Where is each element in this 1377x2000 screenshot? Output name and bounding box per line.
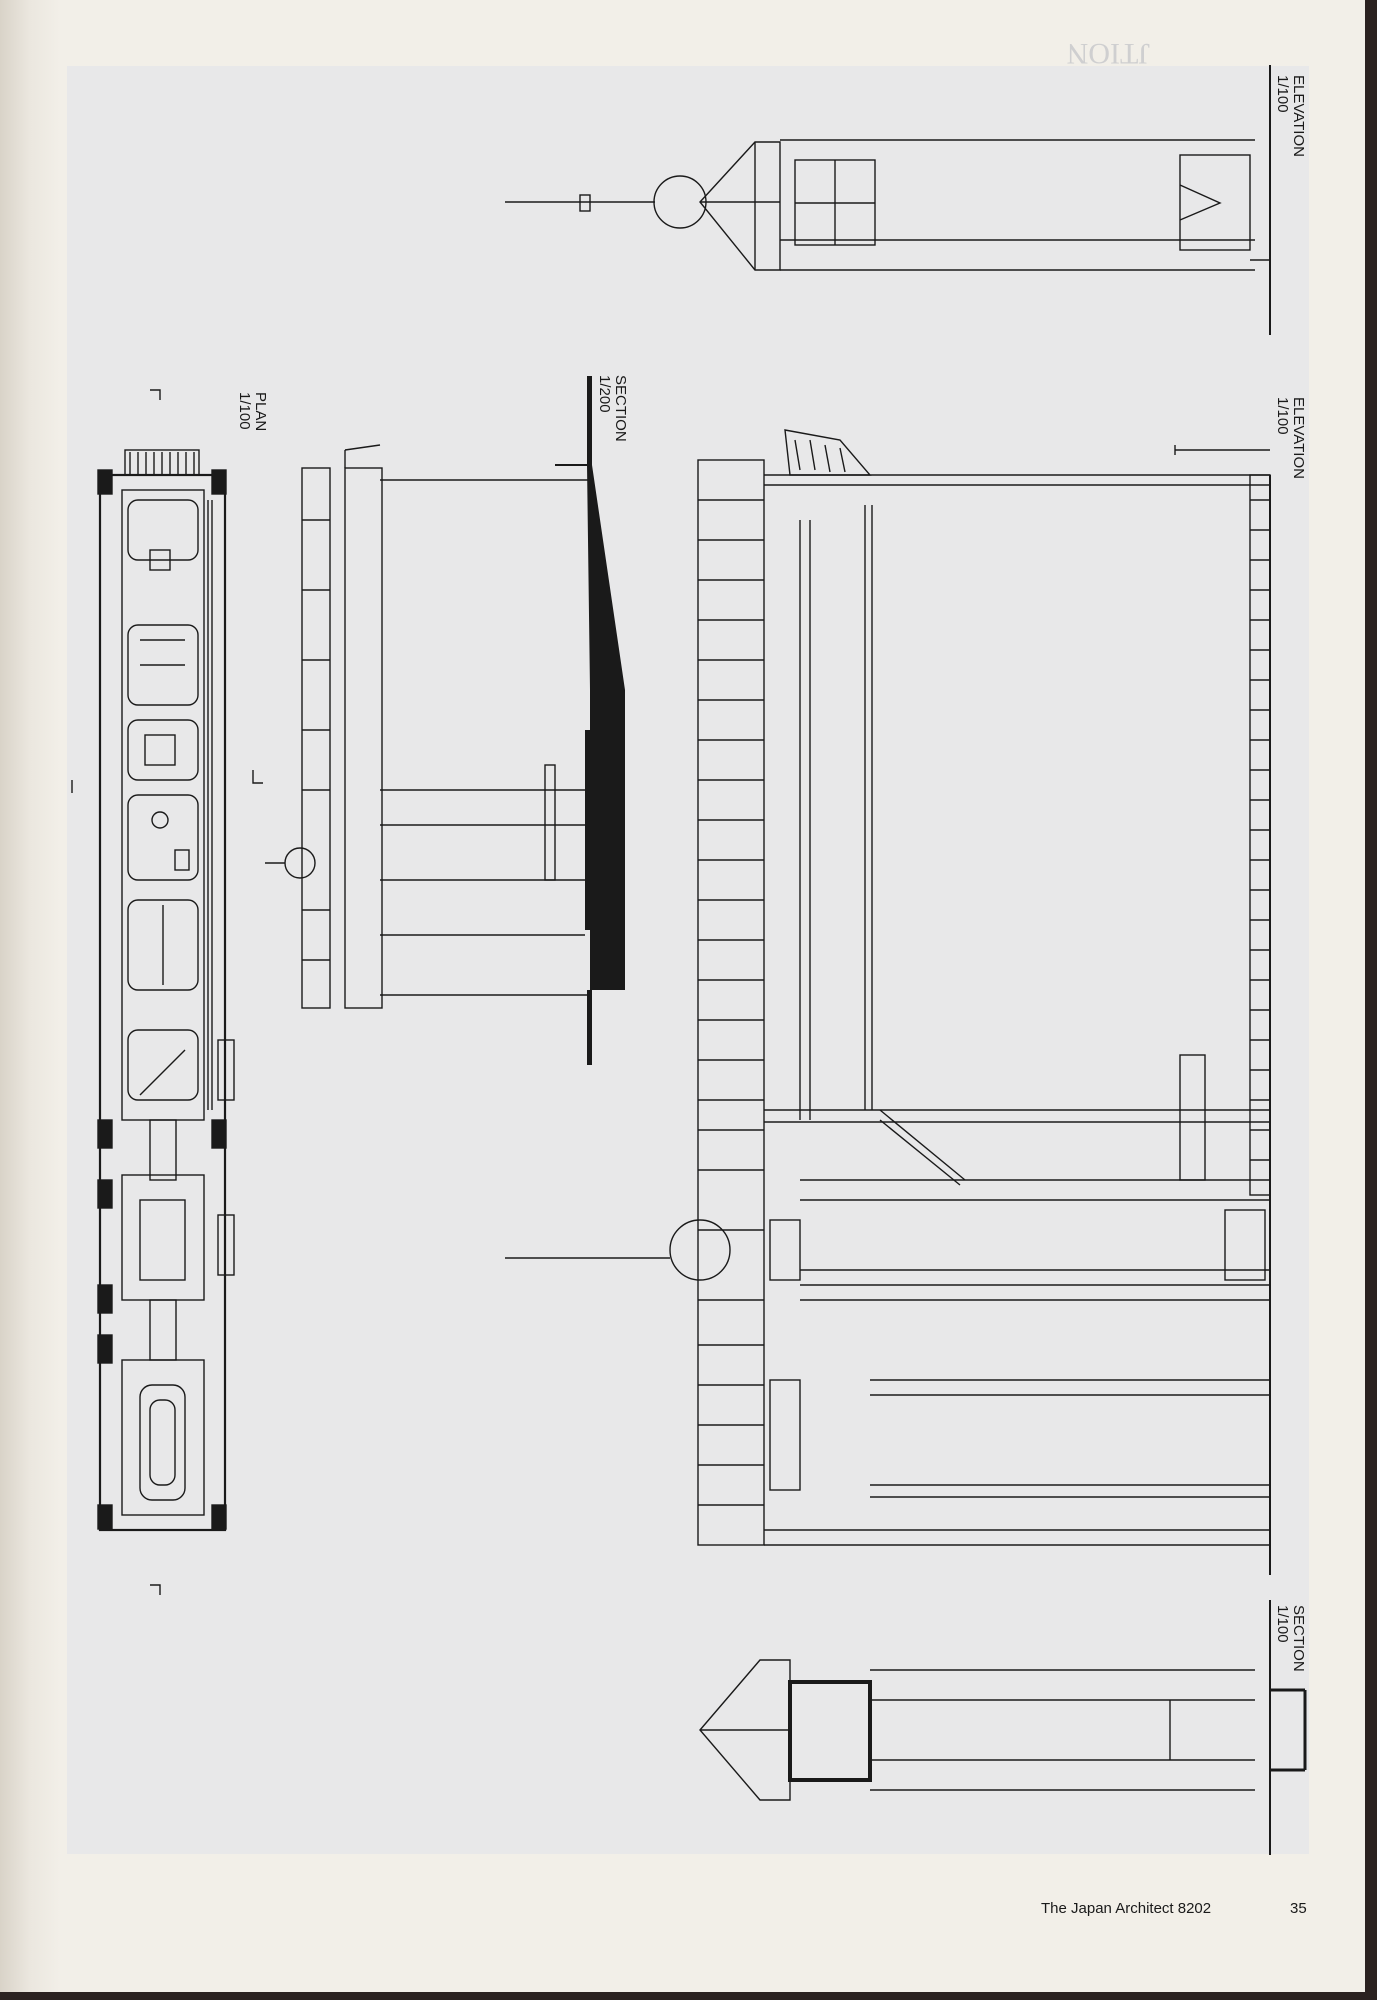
footer-page-number: 35 [1290,1900,1307,1917]
elevation-mid-title: ELEVATION [1290,397,1307,479]
top-elevation-drawing [505,65,1271,335]
plan-title: PLAN [252,392,269,432]
elevation-mid-scale: 1/100 [1274,397,1291,435]
section-small-drawing [265,444,590,1009]
section-small-title: SECTION [612,375,629,442]
drawing-plate [67,66,1309,1854]
footer-publication: The Japan Architect 8202 [1041,1900,1212,1917]
main-section-drawing [505,429,1271,1575]
elevation-top-label: ELEVATION 1/100 [1274,75,1307,157]
show-through-text: JTION [1066,37,1150,70]
section-small-scale: 1/200 [596,375,613,413]
plan-scale: 1/100 [236,392,253,430]
plan-drawing [71,389,263,1595]
bottom-section-drawing [699,1600,1307,1855]
plan-label: PLAN 1/100 [236,392,269,432]
section-bottom-title: SECTION [1290,1605,1307,1672]
section-small-label: SECTION 1/200 [596,375,629,442]
elevation-top-scale: 1/100 [1274,75,1291,113]
page-gutter-shadow [0,0,60,1992]
section-bottom-scale: 1/100 [1274,1605,1291,1643]
section-bottom-label: SECTION 1/100 [1274,1605,1307,1672]
elevation-top-title: ELEVATION [1290,75,1307,157]
elevation-mid-label: ELEVATION 1/100 [1274,397,1307,479]
